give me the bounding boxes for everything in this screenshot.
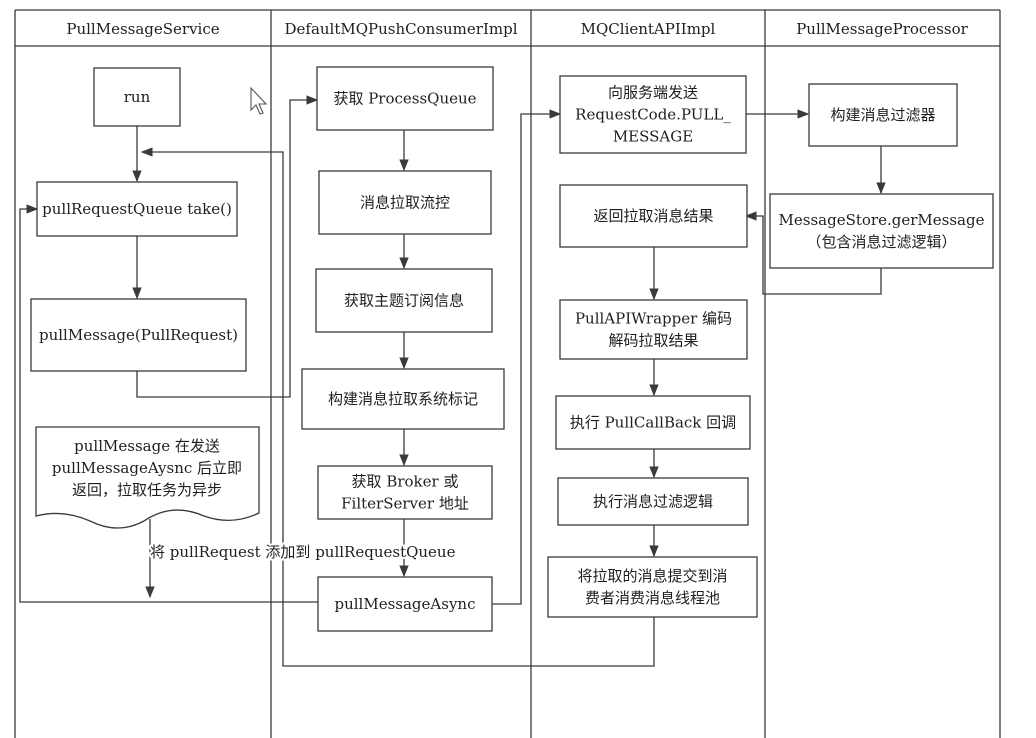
node-take-line-0: pullRequestQueue take()	[42, 200, 232, 218]
connectors	[19, 95, 886, 667]
node-ret: 返回拉取消息结果	[559, 184, 748, 248]
edge-store-ret	[744, 211, 882, 295]
note-line-0: pullMessage 在发送	[74, 437, 220, 455]
node-submit-line-1: 费者消费消息线程池	[585, 589, 720, 607]
node-broker: 获取 Broker 或 FilterServer 地址	[317, 465, 493, 520]
node-flag-line-0: 构建消息拉取系统标记	[328, 390, 478, 408]
edge-async-send	[492, 109, 562, 605]
node-flow-line-0: 消息拉取流控	[360, 194, 450, 212]
node-run: run	[93, 67, 181, 127]
lane-title-pull-message-processor: PullMessageProcessor	[796, 20, 968, 38]
node-filter: 执行消息过滤逻辑	[557, 477, 749, 526]
node-take: pullRequestQueue take()	[36, 181, 238, 237]
swimlane-frame	[14, 9, 1001, 738]
node-cb: 执行 PullCallBack 回调	[555, 395, 751, 450]
node-ret-line-0: 返回拉取消息结果	[593, 207, 713, 225]
node-build: 构建消息过滤器	[808, 83, 958, 147]
node-pullmsg-line-0: pullMessage(PullRequest)	[39, 326, 238, 344]
edge-async-requeue	[19, 204, 318, 603]
node-store-line-0: MessageStore.gerMessage	[779, 211, 985, 229]
node-flag: 构建消息拉取系统标记	[301, 368, 505, 430]
node-filter-line-0: 执行消息过滤逻辑	[593, 493, 713, 511]
edge-label-add-back: 将 pullRequest 添加到 pullRequestQueue	[150, 543, 456, 561]
note-line-1: pullMessageAysnc 后立即	[52, 459, 242, 477]
node-pq-line-0: 获取 ProcessQueue	[333, 90, 476, 108]
node-store-line-1: （包含消息过滤逻辑）	[806, 233, 956, 251]
node-pullmsg: pullMessage(PullRequest)	[30, 298, 247, 372]
edge-pullmsg-pq	[136, 95, 319, 398]
node-send-line-0: 向服务端发送	[608, 84, 698, 102]
node-wrap-line-1: 解码拉取结果	[608, 332, 698, 350]
note-line-2: 返回，拉取任务为异步	[72, 481, 222, 499]
edge-submit-loop	[140, 147, 655, 667]
lane-title-default-mq-push-consumer-impl: DefaultMQPushConsumerImpl	[285, 20, 518, 38]
lane-title-pull-message-service: PullMessageService	[66, 20, 219, 38]
node-send-line-1: RequestCode.PULL_	[575, 106, 731, 124]
node-run-line-0: run	[124, 88, 151, 106]
mouse-cursor-icon	[250, 86, 268, 115]
node-submit-line-0: 将拉取的消息提交到消	[577, 567, 727, 585]
node-build-line-0: 构建消息过滤器	[830, 106, 935, 124]
note-async: pullMessage 在发送 pullMessageAysnc 后立即返回，拉取…	[35, 426, 260, 529]
node-sub: 获取主题订阅信息	[315, 268, 493, 333]
node-async-line-0: pullMessageAsync	[335, 595, 476, 613]
node-broker-line-1: FilterServer 地址	[341, 495, 469, 513]
node-async: pullMessageAsync	[317, 576, 493, 632]
node-cb-line-0: 执行 PullCallBack 回调	[570, 414, 736, 432]
node-broker-line-0: 获取 Broker 或	[352, 473, 459, 491]
lane-title-mq-client-api-impl: MQClientAPIImpl	[581, 20, 716, 38]
node-wrap-line-0: PullAPIWrapper 编码	[575, 310, 732, 328]
node-send: 向服务端发送 RequestCode.PULL_ MESSAGE	[559, 75, 747, 154]
node-send-line-2: MESSAGE	[613, 128, 693, 146]
node-store: MessageStore.gerMessage （包含消息过滤逻辑）	[769, 193, 994, 269]
node-flow: 消息拉取流控	[318, 170, 492, 235]
node-pq: 获取 ProcessQueue	[316, 66, 494, 131]
node-sub-line-0: 获取主题订阅信息	[344, 292, 464, 310]
